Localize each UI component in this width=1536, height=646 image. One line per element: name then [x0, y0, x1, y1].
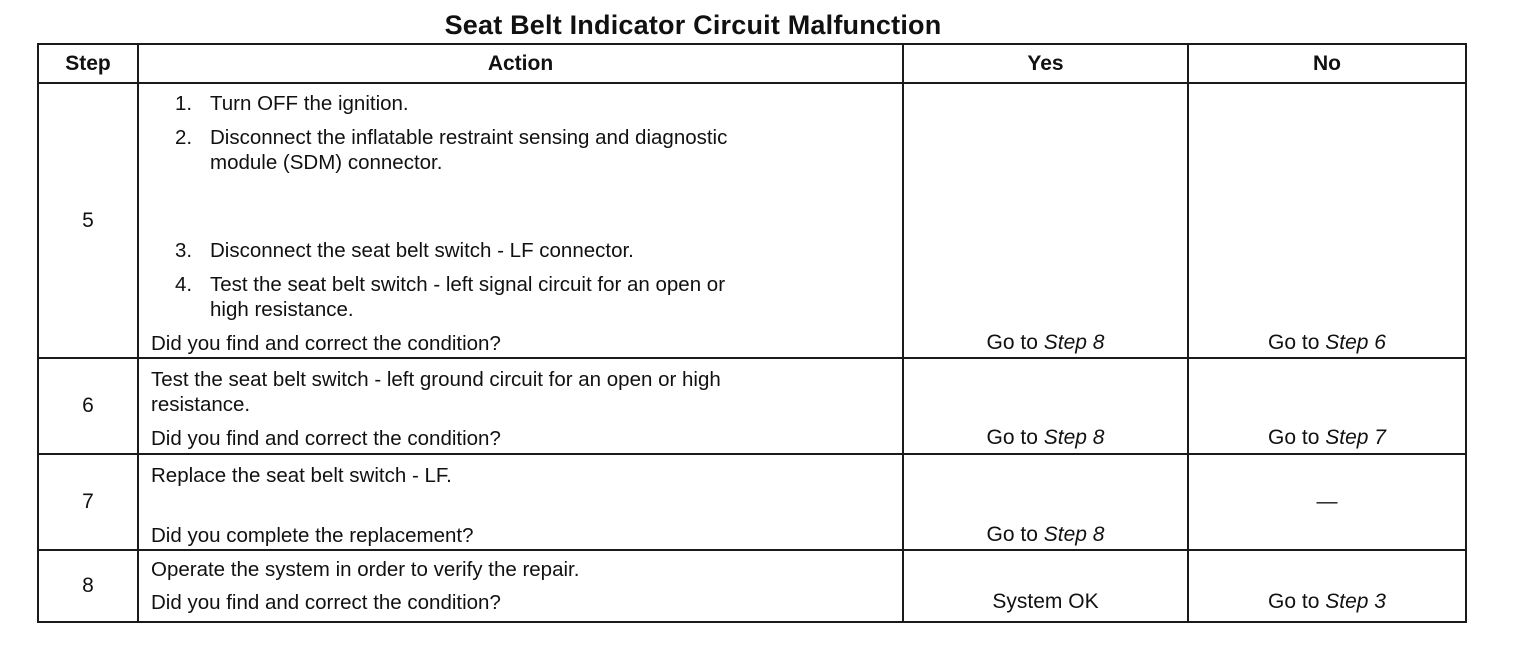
yes-result: Go to Step 8: [904, 425, 1187, 450]
step-number: 5: [37, 82, 139, 359]
step-link[interactable]: Step 8: [1043, 331, 1105, 354]
step-link[interactable]: Step 8: [1043, 426, 1105, 449]
result-prefix: Go to: [1268, 590, 1326, 613]
item-number: 4.: [175, 273, 193, 296]
action-cell: Operate the system in order to verify th…: [137, 549, 904, 623]
action-text: Replace the seat belt switch - LF.: [151, 464, 452, 487]
item-number: 2.: [175, 126, 193, 149]
yes-cell: Go to Step 8: [902, 357, 1189, 455]
table-row: 5 1. Turn OFF the ignition. 2. Disconnec…: [37, 82, 1467, 359]
no-cell: —: [1187, 453, 1467, 551]
question-text: Did you find and correct the condition?: [151, 332, 501, 355]
action-cell: Replace the seat belt switch - LF. Did y…: [137, 453, 904, 551]
yes-result: Go to Step 8: [904, 522, 1187, 547]
no-cell: Go to Step 7: [1187, 357, 1467, 455]
step-link[interactable]: Step 6: [1325, 331, 1386, 354]
step-link[interactable]: Step 8: [1043, 523, 1105, 546]
action-cell: 1. Turn OFF the ignition. 2. Disconnect …: [137, 82, 904, 359]
question-text: Did you find and correct the condition?: [151, 427, 501, 450]
action-text: Disconnect the seat belt switch - LF con…: [210, 239, 634, 262]
procedure-table: Step Action Yes No 5 1. Turn OFF the ign…: [37, 43, 1467, 623]
action-text: Test the seat belt switch - left ground …: [151, 368, 721, 391]
result-prefix: Go to: [1268, 331, 1326, 354]
yes-cell: Go to Step 8: [902, 82, 1189, 359]
yes-cell: Go to Step 8: [902, 453, 1189, 551]
no-result: Go to Step 3: [1189, 589, 1465, 614]
header-step: Step: [37, 43, 139, 84]
no-result: Go to Step 7: [1189, 425, 1465, 450]
yes-result: Go to Step 8: [904, 330, 1187, 355]
no-cell: Go to Step 3: [1187, 549, 1467, 623]
question-text: Did you find and correct the condition?: [151, 591, 501, 614]
yes-cell: System OK: [902, 549, 1189, 623]
item-number: 3.: [175, 239, 193, 262]
result-prefix: Go to: [986, 331, 1044, 354]
no-result: —: [1316, 490, 1338, 513]
step-link[interactable]: Step 3: [1325, 590, 1386, 613]
header-action: Action: [137, 43, 904, 84]
question-text: Did you complete the replacement?: [151, 524, 474, 547]
page-title: Seat Belt Indicator Circuit Malfunction: [444, 10, 942, 40]
step-number: 8: [37, 549, 139, 623]
header-yes: Yes: [902, 43, 1189, 84]
step-number: 7: [37, 453, 139, 551]
table-row: 8 Operate the system in order to verify …: [37, 549, 1467, 623]
action-cell: Test the seat belt switch - left ground …: [137, 357, 904, 455]
table-row: 6 Test the seat belt switch - left groun…: [37, 357, 1467, 455]
header-no: No: [1187, 43, 1467, 84]
action-text: Disconnect the inflatable restraint sens…: [210, 126, 728, 149]
result-prefix: Go to: [1268, 426, 1326, 449]
no-result: Go to Step 6: [1189, 330, 1465, 355]
action-text: high resistance.: [210, 298, 354, 321]
action-text: Turn OFF the ignition.: [210, 92, 409, 115]
action-text: resistance.: [151, 393, 251, 416]
action-text: Operate the system in order to verify th…: [151, 558, 580, 581]
table-row: 7 Replace the seat belt switch - LF. Did…: [37, 453, 1467, 551]
table-header-row: Step Action Yes No: [37, 43, 1467, 84]
step-number: 6: [37, 357, 139, 455]
step-link[interactable]: Step 7: [1325, 426, 1386, 449]
item-number: 1.: [175, 92, 193, 115]
action-text: module (SDM) connector.: [210, 151, 443, 174]
yes-result: System OK: [992, 590, 1099, 613]
result-prefix: Go to: [986, 426, 1044, 449]
result-prefix: Go to: [986, 523, 1044, 546]
no-cell: Go to Step 6: [1187, 82, 1467, 359]
action-text: Test the seat belt switch - left signal …: [210, 273, 726, 296]
